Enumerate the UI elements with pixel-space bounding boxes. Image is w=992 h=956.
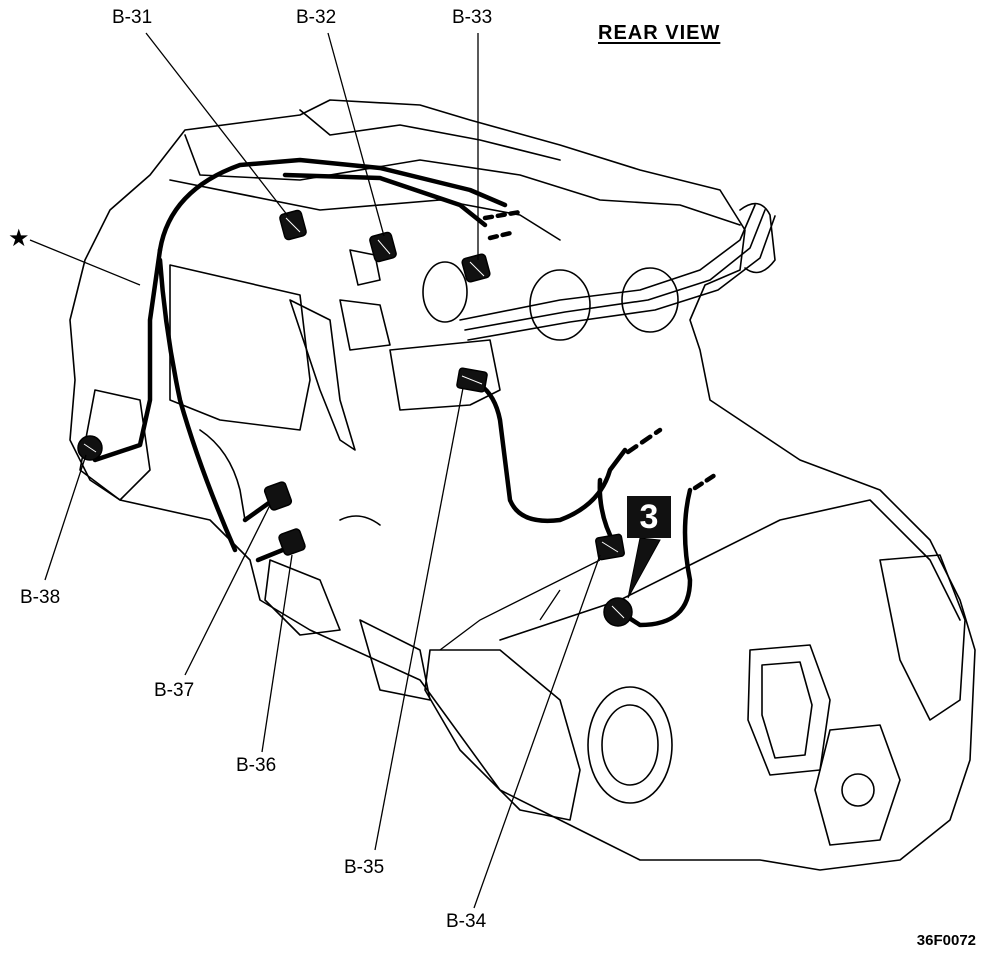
label-b34: B-34	[446, 911, 487, 932]
leader-b36	[261, 554, 293, 753]
harness-top	[157, 157, 508, 253]
label-b38: B-38	[20, 587, 61, 608]
leader-b31	[145, 32, 289, 217]
label-b33: B-33	[452, 7, 493, 28]
figure-code: 36F0072	[916, 932, 976, 949]
label-b36: B-36	[236, 755, 277, 776]
connector-b37	[263, 481, 293, 511]
engine-block-outline	[69, 99, 976, 871]
view-title: REAR VIEW	[598, 22, 721, 44]
leader-b34	[473, 554, 601, 909]
connector-b36	[278, 528, 306, 556]
leader-star	[29, 239, 141, 286]
leader-b38	[44, 454, 87, 581]
leader-b32	[327, 32, 385, 237]
harness-b35-b34	[477, 382, 628, 524]
harness-left	[92, 247, 163, 463]
label-b35: B-35	[344, 857, 385, 878]
callout-badge: 3	[627, 496, 671, 538]
bell-housing	[587, 686, 673, 804]
throttle-body	[422, 261, 468, 323]
label-b32: B-32	[296, 7, 337, 28]
harness-knock	[617, 487, 693, 628]
connector-b32	[369, 231, 397, 263]
label-b31: B-31	[112, 7, 153, 28]
leader-b37	[184, 504, 271, 676]
star-icon: ★	[8, 224, 30, 252]
badge-pointer	[627, 537, 661, 599]
label-b37: B-37	[154, 680, 195, 701]
harness-front-loop	[157, 257, 238, 553]
cylinder-head	[184, 134, 741, 226]
leader-b35	[374, 387, 464, 851]
intake-runners	[459, 204, 756, 321]
